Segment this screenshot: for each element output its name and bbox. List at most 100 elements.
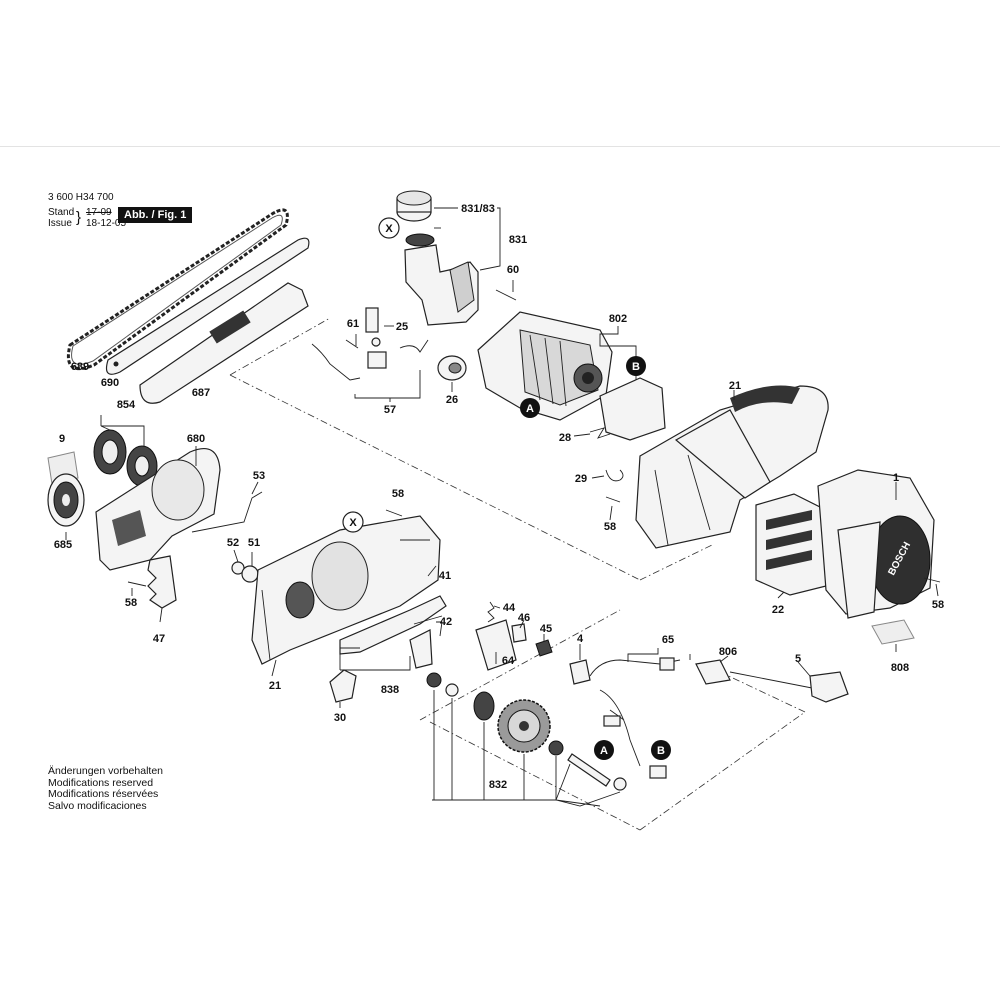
wiring-harness-65 <box>589 659 681 767</box>
callout-44: 44 <box>503 602 516 614</box>
callout-47: 47 <box>153 633 165 645</box>
spring-53 <box>191 491 263 533</box>
top-rule <box>0 146 1000 147</box>
strain-relief-806 <box>695 659 731 685</box>
callout-1: 1 <box>893 472 899 484</box>
terminal-4 <box>569 659 591 685</box>
issue-date: 18-12-05 <box>86 218 127 229</box>
callout-21-top: 21 <box>729 380 741 392</box>
callout-854: 854 <box>117 399 136 411</box>
note-es: Salvo modificaciones <box>48 799 147 812</box>
notes-block: Änderungen vorbehalten Modifications res… <box>48 765 164 812</box>
ring-26 <box>437 355 467 381</box>
figure-badge: Abb. / Fig. 1 <box>118 207 193 223</box>
callout-58-top: 58 <box>392 488 404 500</box>
plug-5 <box>809 671 849 703</box>
marker-a-1: A <box>520 398 540 418</box>
stand-date: 17-09 <box>86 207 112 218</box>
callout-680: 680 <box>187 433 205 445</box>
label-808 <box>871 619 915 645</box>
callout-685: 685 <box>54 539 72 551</box>
guide-bar-690 <box>105 237 310 375</box>
note-en: Modifications reserved <box>48 776 154 789</box>
gear-set-832 <box>426 672 627 791</box>
leader-lines <box>65 207 939 807</box>
brace-icon: } <box>76 209 82 226</box>
callout-832: 832 <box>489 779 507 791</box>
svg-text:B: B <box>657 745 665 757</box>
screw-58-mid <box>605 496 621 503</box>
marker-x-2: X <box>342 511 364 533</box>
svg-text:X: X <box>385 223 393 235</box>
callout-53: 53 <box>253 470 265 482</box>
stand-label: Stand <box>48 207 75 218</box>
wire-clip <box>603 715 621 727</box>
callout-25: 25 <box>396 321 408 333</box>
callout-26: 26 <box>446 394 458 406</box>
callout-58-mid: 58 <box>604 521 616 533</box>
callout-831-83: 831/83 <box>461 203 495 215</box>
doc-number: 3 600 H34 700 <box>48 192 114 203</box>
knob-685 <box>47 473 85 527</box>
power-cord-5 <box>729 671 813 689</box>
callout-46: 46 <box>518 612 530 624</box>
marker-a-2: A <box>594 740 614 760</box>
callout-5: 5 <box>795 653 801 665</box>
oil-cap-831-83 <box>396 190 432 222</box>
button-45 <box>535 639 553 657</box>
chain-tensioner-57 <box>311 307 429 381</box>
callout-4: 4 <box>577 633 584 645</box>
note-de: Änderungen vorbehalten <box>48 765 164 777</box>
callout-806: 806 <box>719 646 737 658</box>
screw-60 <box>495 289 517 301</box>
callout-9: 9 <box>59 433 65 445</box>
callout-808: 808 <box>891 662 909 674</box>
housing-cover-22 <box>755 493 827 596</box>
callout-22: 22 <box>772 604 784 616</box>
brake-lever-838 <box>339 595 447 669</box>
callout-29: 29 <box>575 473 587 485</box>
callout-831: 831 <box>509 234 527 246</box>
connector-b <box>649 765 667 779</box>
nut-51 <box>241 565 259 583</box>
callout-41: 41 <box>439 570 451 582</box>
screw-58-right <box>923 577 941 583</box>
callout-838: 838 <box>381 684 399 696</box>
callout-802: 802 <box>609 313 627 325</box>
callout-45: 45 <box>540 623 552 635</box>
screw-58-top <box>385 509 403 517</box>
saw-chain-689 <box>67 208 289 371</box>
issue-label: Issue <box>48 218 72 229</box>
callout-687: 687 <box>192 387 210 399</box>
clip-28 <box>589 427 611 439</box>
main-housing-21 <box>635 385 829 549</box>
callout-65: 65 <box>662 634 674 646</box>
callout-52: 52 <box>227 537 239 549</box>
callout-689: 689 <box>71 361 89 373</box>
assembly-boundary-lower <box>419 609 806 831</box>
spring-29 <box>605 469 624 482</box>
bar-cover-687 <box>139 282 309 404</box>
connector-65 <box>659 657 675 671</box>
switch-64 <box>475 619 517 671</box>
spring-44 <box>487 601 495 623</box>
callout-30: 30 <box>334 712 346 724</box>
callout-58-far: 58 <box>932 599 944 611</box>
callout-64: 64 <box>502 655 515 667</box>
note-fr: Modifications réservées <box>48 788 159 800</box>
screw-61 <box>345 339 359 349</box>
callout-61: 61 <box>347 318 359 330</box>
motor-802 <box>477 311 613 421</box>
svg-text:A: A <box>526 403 534 415</box>
oil-tank-831 <box>404 233 479 326</box>
clip-46 <box>511 623 527 643</box>
callout-51: 51 <box>248 537 260 549</box>
chain-cover-680 <box>95 448 221 571</box>
marker-b-1: B <box>626 356 646 376</box>
rear-housing-1: BOSCH <box>817 469 935 619</box>
marker-x-1: X <box>378 217 400 239</box>
callout-60: 60 <box>507 264 519 276</box>
callout-21-bottom: 21 <box>269 680 281 692</box>
svg-text:A: A <box>600 745 608 757</box>
